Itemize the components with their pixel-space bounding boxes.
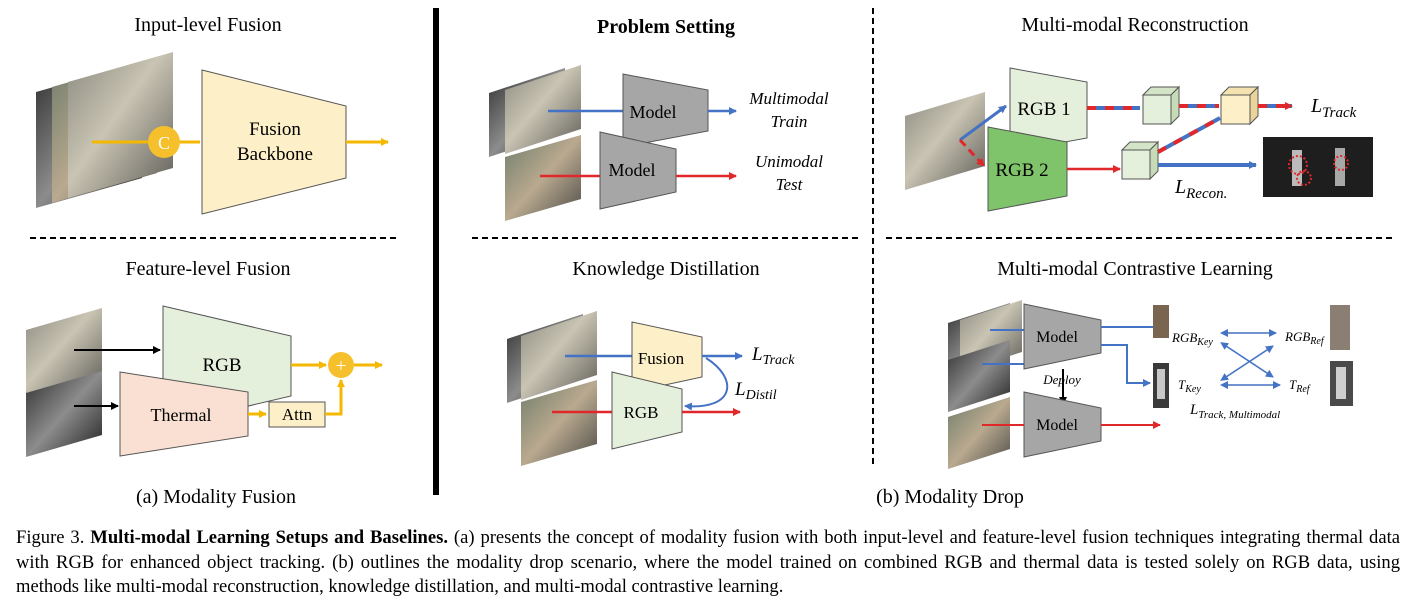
- ps-model-bottom-label: Model: [609, 160, 656, 180]
- ps-test-thumb: [505, 135, 581, 221]
- input-frame-stack: [36, 52, 173, 208]
- kd-thumb-front: [521, 311, 597, 400]
- recon-split-arrows-red: [958, 138, 986, 168]
- subcaption-a: (a) Modality Fusion: [136, 486, 296, 508]
- subcaption-b: (b) Modality Drop: [876, 486, 1024, 508]
- input-level-title: Input-level Fusion: [134, 14, 281, 36]
- thermal-branch-label: Thermal: [151, 405, 212, 425]
- thermal-frame-thumb: [26, 371, 102, 457]
- ps-model-bottom: [599, 131, 677, 210]
- diagram-canvas: Input-level Fusion C Fusion Backbone Fea…: [26, 8, 1396, 508]
- recon-rgb1-block: [1009, 67, 1088, 153]
- input-level-fusion: Input-level Fusion C Fusion Backbone: [36, 14, 389, 215]
- cl-model-top: [1023, 303, 1102, 370]
- figure-caption: Figure 3. Multi-modal Learning Setups an…: [16, 526, 1400, 600]
- ps-test-label-2: Test: [776, 175, 804, 194]
- recon-loss-track: LTrack: [1310, 95, 1357, 121]
- cl-loss-label: LTrack, Multimodal: [1189, 402, 1280, 421]
- kd-rgb-thumb: [521, 380, 597, 466]
- cl-to-tkey-arrow: [1101, 344, 1151, 387]
- cl-thumb-thermal: [948, 340, 1010, 412]
- cl-model-bottom: [1023, 391, 1102, 458]
- rgb-branch-label: RGB: [202, 355, 241, 376]
- cl-tref-figure: [1336, 367, 1346, 399]
- cl-deploy-label: Deploy: [1042, 372, 1081, 387]
- recon-thermal-output-image: [1263, 137, 1373, 197]
- multimodal-reconstruction: Multi-modal Reconstruction RGB 1 RGB 2: [905, 14, 1373, 212]
- kd-fusion-label: Fusion: [638, 349, 685, 368]
- recon-cube2-to-fused-red: [1157, 116, 1221, 154]
- ps-train-label-2: Train: [771, 112, 808, 131]
- recon-loss-recon: LRecon.: [1174, 176, 1227, 202]
- feature-level-fusion: Feature-level Fusion RGB Thermal Attn +: [26, 258, 383, 457]
- cl-rgbkey-label: RGBKey: [1171, 330, 1213, 348]
- recon-thermal-figure-1: [1292, 150, 1302, 186]
- kd-distil-arrow: [684, 357, 729, 411]
- caption-prefix: Figure 3.: [16, 527, 85, 548]
- cl-tkey-label: TKey: [1178, 377, 1201, 395]
- fusion-backbone-label-2: Backbone: [237, 144, 313, 165]
- recon-red-dots-2: [1296, 170, 1312, 186]
- kd-loss-track: LTrack: [751, 344, 795, 368]
- multimodal-contrastive-learning: Multi-modal Contrastive Learning Model D…: [948, 258, 1353, 469]
- knowledge-distillation: Knowledge Distillation Fusion LTrack LDi…: [507, 258, 795, 466]
- problem-setting-title: Problem Setting: [597, 16, 735, 38]
- ps-model-top-label: Model: [630, 102, 677, 122]
- attn-label: Attn: [282, 405, 313, 424]
- fusion-backbone-label-1: Fusion: [249, 119, 301, 140]
- concat-icon: [148, 126, 180, 158]
- recon-red-dots-1: [1288, 155, 1308, 175]
- cl-tref-label: TRef: [1289, 377, 1311, 395]
- recon-fused-cube: [1219, 85, 1260, 126]
- recon-title: Multi-modal Reconstruction: [1021, 14, 1248, 36]
- kd-title: Knowledge Distillation: [572, 258, 759, 280]
- rgb-frame-thumb: [26, 308, 102, 394]
- recon-rgb2-block: [987, 126, 1068, 212]
- problem-setting: Problem Setting Model Multimodal Train M…: [489, 16, 829, 221]
- cl-rgbref-label: RGBRef: [1284, 329, 1325, 347]
- cl-cross-arrow-2: [1220, 345, 1274, 381]
- ps-model-top: [622, 73, 709, 148]
- thermal-branch-block: [119, 371, 249, 457]
- cl-rgbkey-crop: [1153, 305, 1169, 338]
- cl-model-top-label: Model: [1036, 329, 1078, 346]
- add-symbol: +: [336, 356, 347, 377]
- cl-deploy-thumb: [948, 397, 1010, 469]
- kd-loss-distil: LDistil: [734, 379, 777, 403]
- fusion-backbone-block: [201, 69, 347, 215]
- caption-title: Multi-modal Learning Setups and Baseline…: [90, 527, 449, 548]
- ps-test-label-1: Unimodal: [755, 152, 823, 171]
- caption-body: (a) presents the concept of modality fus…: [16, 527, 1400, 597]
- recon-rgb2-label: RGB 2: [995, 160, 1048, 181]
- add-icon: [328, 352, 354, 378]
- recon-thermal-figure-2: [1335, 148, 1345, 186]
- ps-train-label-1: Multimodal: [748, 89, 829, 108]
- recon-rgb1-label: RGB 1: [1017, 99, 1070, 120]
- ps-rgb-thumb-front: [505, 65, 581, 154]
- kd-rgb-block: [611, 371, 683, 450]
- kd-rgb-label: RGB: [624, 403, 659, 422]
- cl-model-bottom-label: Model: [1036, 417, 1078, 434]
- recon-feature-cube-2: [1120, 140, 1160, 181]
- cl-tkey-figure: [1157, 369, 1165, 399]
- recon-input-thumb: [905, 92, 985, 190]
- concat-symbol: C: [158, 133, 170, 153]
- contrastive-title: Multi-modal Contrastive Learning: [997, 258, 1273, 280]
- recon-split-arrows-blue: [959, 104, 1007, 142]
- attn-to-add-arrow: [325, 379, 345, 416]
- feature-level-title: Feature-level Fusion: [126, 258, 291, 280]
- cl-rgbref-crop: [1330, 305, 1350, 350]
- kd-fusion-block: [631, 321, 703, 393]
- recon-red-dots-3: [1333, 155, 1349, 171]
- recon-feature-cube-1: [1141, 85, 1181, 126]
